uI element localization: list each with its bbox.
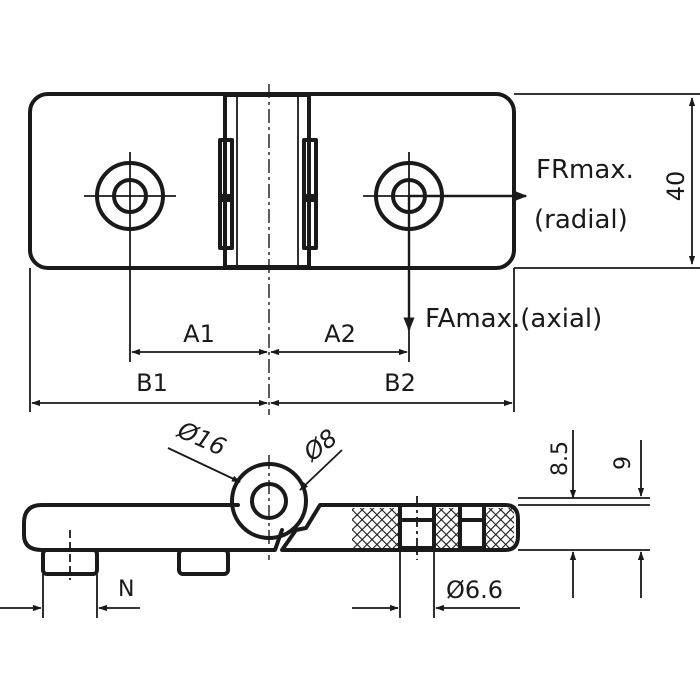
left-leaf-profile: [22, 503, 284, 552]
side-view: Ø16 Ø8 8.5 9 N Ø6.6: [0, 415, 650, 618]
label-9: 9: [611, 456, 636, 470]
label-fr-max: FRmax.: [536, 155, 634, 185]
right-mounting-hole: [363, 152, 444, 231]
left-mounting-hole: [84, 152, 176, 240]
label-dia8: Ø8: [298, 424, 343, 468]
top-view: FRmax. (radial) FAmax.(axial) 40 A1 A2 B…: [28, 84, 700, 415]
label-8-5: 8.5: [548, 441, 573, 476]
dia16-leader: [167, 447, 241, 483]
n-dimension: N: [0, 574, 140, 618]
label-a2: A2: [324, 320, 356, 348]
middle-stud: [177, 548, 230, 576]
label-b2: B2: [384, 369, 416, 397]
b-dimensions: B1 B2: [29, 268, 515, 412]
label-b1: B1: [136, 369, 168, 397]
hinge-knuckle: [218, 93, 318, 269]
thickness-dimensions: 8.5 9: [518, 430, 650, 598]
dia8-leader: [299, 449, 343, 491]
label-n: N: [118, 577, 134, 602]
hole-dia-dimension: Ø6.6: [352, 548, 520, 618]
label-fr-radial: (radial): [534, 205, 628, 235]
label-a1: A1: [183, 320, 215, 348]
right-leaf-section: [352, 496, 514, 560]
right-leaf-profile: [280, 503, 520, 552]
label-height-40: 40: [662, 171, 690, 202]
label-dia6-6: Ø6.6: [446, 576, 503, 604]
a-dimensions: A1 A2: [129, 240, 410, 362]
height-dimension: 40: [514, 93, 700, 269]
